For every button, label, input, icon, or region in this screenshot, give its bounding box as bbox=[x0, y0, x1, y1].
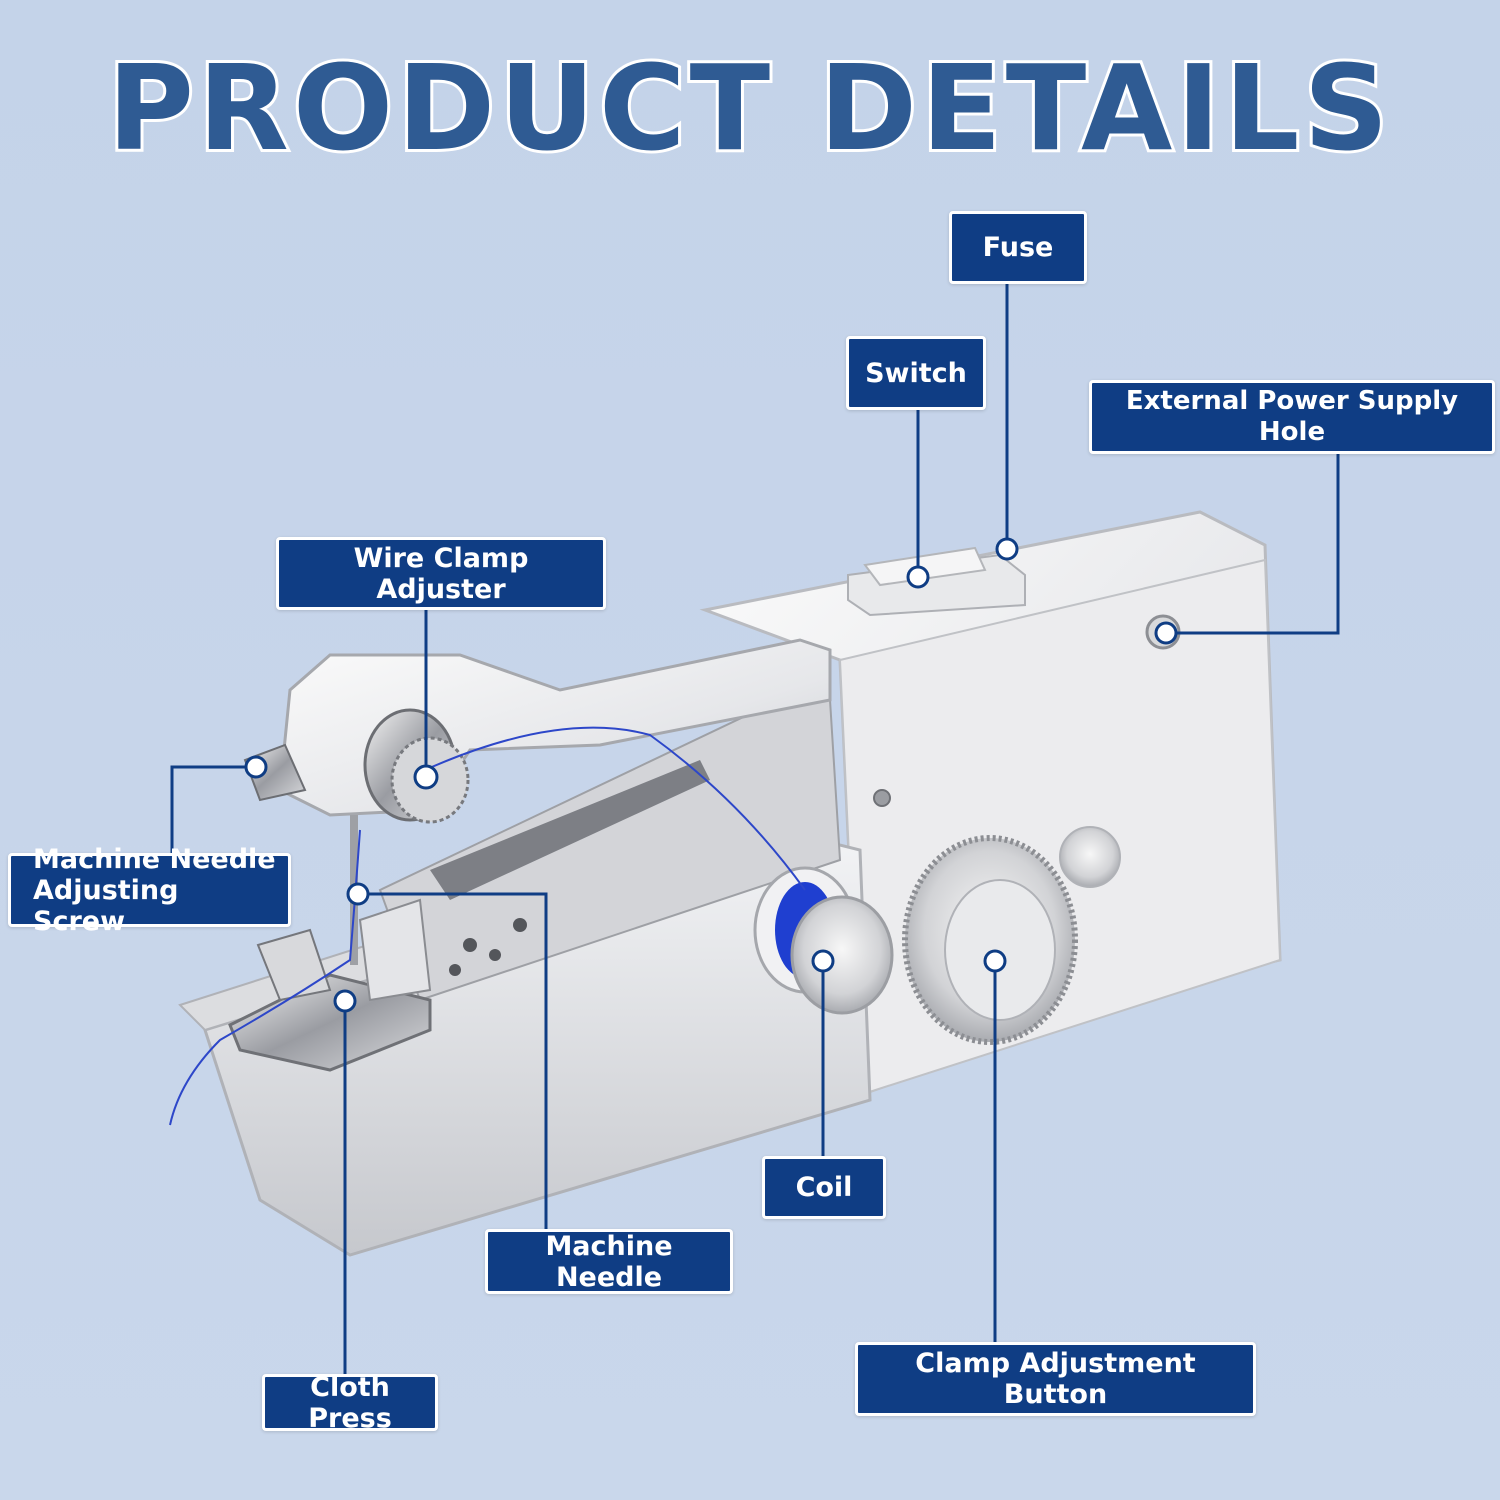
label-external-power-supply-hole: External Power Supply Hole bbox=[1089, 380, 1495, 454]
leader-lines bbox=[170, 282, 1340, 1375]
machine-body bbox=[169, 510, 1282, 1257]
label-machine-needle: Machine Needle bbox=[485, 1229, 733, 1294]
label-coil: Coil bbox=[762, 1156, 886, 1219]
page-title: PRODUCT DETAILS bbox=[105, 36, 1393, 180]
label-line: Adjusting Screw bbox=[33, 874, 179, 937]
label-clamp-adjustment-button: Clamp Adjustment Button bbox=[855, 1342, 1256, 1416]
label-fuse: Fuse bbox=[949, 211, 1087, 284]
label-machine-needle-adjusting-screw: Machine Needle Adjusting Screw bbox=[8, 844, 291, 937]
label-cloth-press: Cloth Press bbox=[262, 1372, 438, 1434]
label-switch: Switch bbox=[846, 336, 986, 410]
label-line: Machine Needle bbox=[33, 843, 276, 875]
anchor-dots bbox=[244, 537, 1178, 1013]
label-wire-clamp-adjuster: Wire Clamp Adjuster bbox=[276, 537, 606, 610]
